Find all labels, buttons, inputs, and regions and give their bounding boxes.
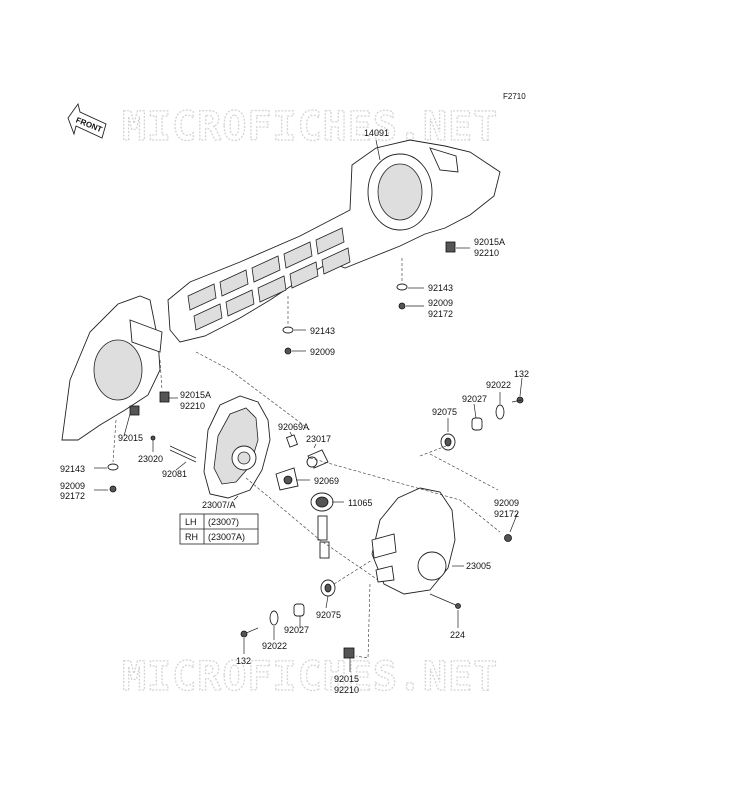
part-label-92172-right: 92172: [428, 309, 453, 319]
part-label-92009-left: 92009: [60, 481, 85, 491]
variant-row-1-part: (23007A): [208, 532, 245, 542]
part-label-92075-bot: 92075: [316, 610, 341, 620]
part-label-92172-left: 92172: [60, 491, 85, 501]
grommet-92075-bot: [320, 579, 336, 597]
upper-cowl-part: [167, 139, 501, 343]
bolt-92009-lamp: [504, 534, 512, 542]
part-label-92009-mid: 92009: [310, 347, 335, 357]
bulb-23017: [306, 449, 329, 469]
part-label-132-bot: 132: [236, 656, 251, 666]
washer-92022-bot: [269, 610, 279, 626]
socket-11065: [310, 492, 334, 512]
collar-92027-top: [471, 417, 483, 431]
adjuster-screw-92081: [169, 445, 197, 463]
variant-table: LH (23007) RH (23007A): [179, 513, 259, 545]
grommet-92075-top: [440, 433, 456, 451]
headlight-housing-part: [203, 395, 271, 499]
bulb-92069: [275, 467, 299, 491]
part-label-224: 224: [450, 630, 465, 640]
part-label-11065: 11065: [348, 498, 372, 508]
figure-code: F2710: [503, 92, 526, 101]
part-label-92009-lamp: 92009: [494, 498, 519, 508]
part-label-92143-left: 92143: [60, 464, 85, 474]
bolt-92009-mid: [284, 347, 292, 355]
bolt-132-top: [511, 396, 524, 404]
part-label-92069: 92069: [314, 476, 339, 486]
part-label-92143-mid: 92143: [310, 326, 335, 336]
part-label-92081: 92081: [162, 469, 187, 479]
part-label-92069A: 92069A: [278, 422, 309, 432]
harness-plug: [317, 515, 330, 559]
variant-row-1-side: RH: [185, 532, 198, 542]
clip-92015-bot: [343, 647, 355, 659]
left-side-cowl-part: [61, 295, 163, 441]
part-label-92210-top: 92210: [474, 248, 499, 258]
clip-92015-left: [129, 405, 140, 416]
variant-row-0-part: (23007): [208, 517, 239, 527]
part-label-92172-lamp: 92172: [494, 509, 519, 519]
part-label-92075-top: 92075: [432, 407, 457, 417]
clip-92015A-left: [159, 391, 170, 403]
washer-92143-right: [396, 283, 408, 291]
part-label-92210-bot: 92210: [334, 685, 359, 695]
part-label-92210-left: 92210: [180, 401, 205, 411]
washer-92143-mid: [282, 326, 294, 334]
part-label-92143-right: 92143: [428, 283, 453, 293]
part-label-14091: 14091: [364, 128, 389, 138]
part-label-23020: 23020: [138, 454, 163, 464]
collar-92027-bot: [293, 603, 305, 617]
part-label-132-top: 132: [514, 369, 529, 379]
part-label-92027-top: 92027: [462, 394, 487, 404]
bolt-92009-right: [398, 302, 406, 310]
screw-224: [429, 593, 461, 609]
part-label-92015A-top: 92015A: [474, 237, 505, 247]
part-label-92022-top: 92022: [486, 380, 511, 390]
variant-row-0-side: LH: [185, 517, 197, 527]
bolt-92009-left: [109, 485, 117, 493]
part-label-23017: 23017: [306, 434, 331, 444]
front-arrow-icon: FRONT: [67, 102, 107, 139]
part-label-23007: 23007/A: [202, 500, 236, 510]
washer-92022-top: [495, 404, 505, 420]
part-label-92027-bot: 92027: [284, 625, 309, 635]
part-label-92015-left: 92015: [118, 433, 143, 443]
part-label-92015A-left: 92015A: [180, 390, 211, 400]
socket-92069A: [285, 434, 299, 448]
part-label-92015-bot: 92015: [334, 674, 359, 684]
washer-92143-left: [107, 463, 119, 471]
clip-92015A-top: [445, 241, 456, 253]
lamp-housing-part: [371, 487, 456, 595]
part-label-92022-bot: 92022: [262, 641, 287, 651]
part-label-23005: 23005: [466, 561, 491, 571]
vent-grille: [187, 227, 351, 331]
watermark-top: MICROFICHES.NET: [122, 104, 498, 150]
part-label-92009-right: 92009: [428, 298, 453, 308]
pin-23020: [150, 435, 156, 441]
bolt-132-bot: [240, 627, 259, 638]
watermark-bottom: MICROFICHES.NET: [122, 654, 498, 700]
